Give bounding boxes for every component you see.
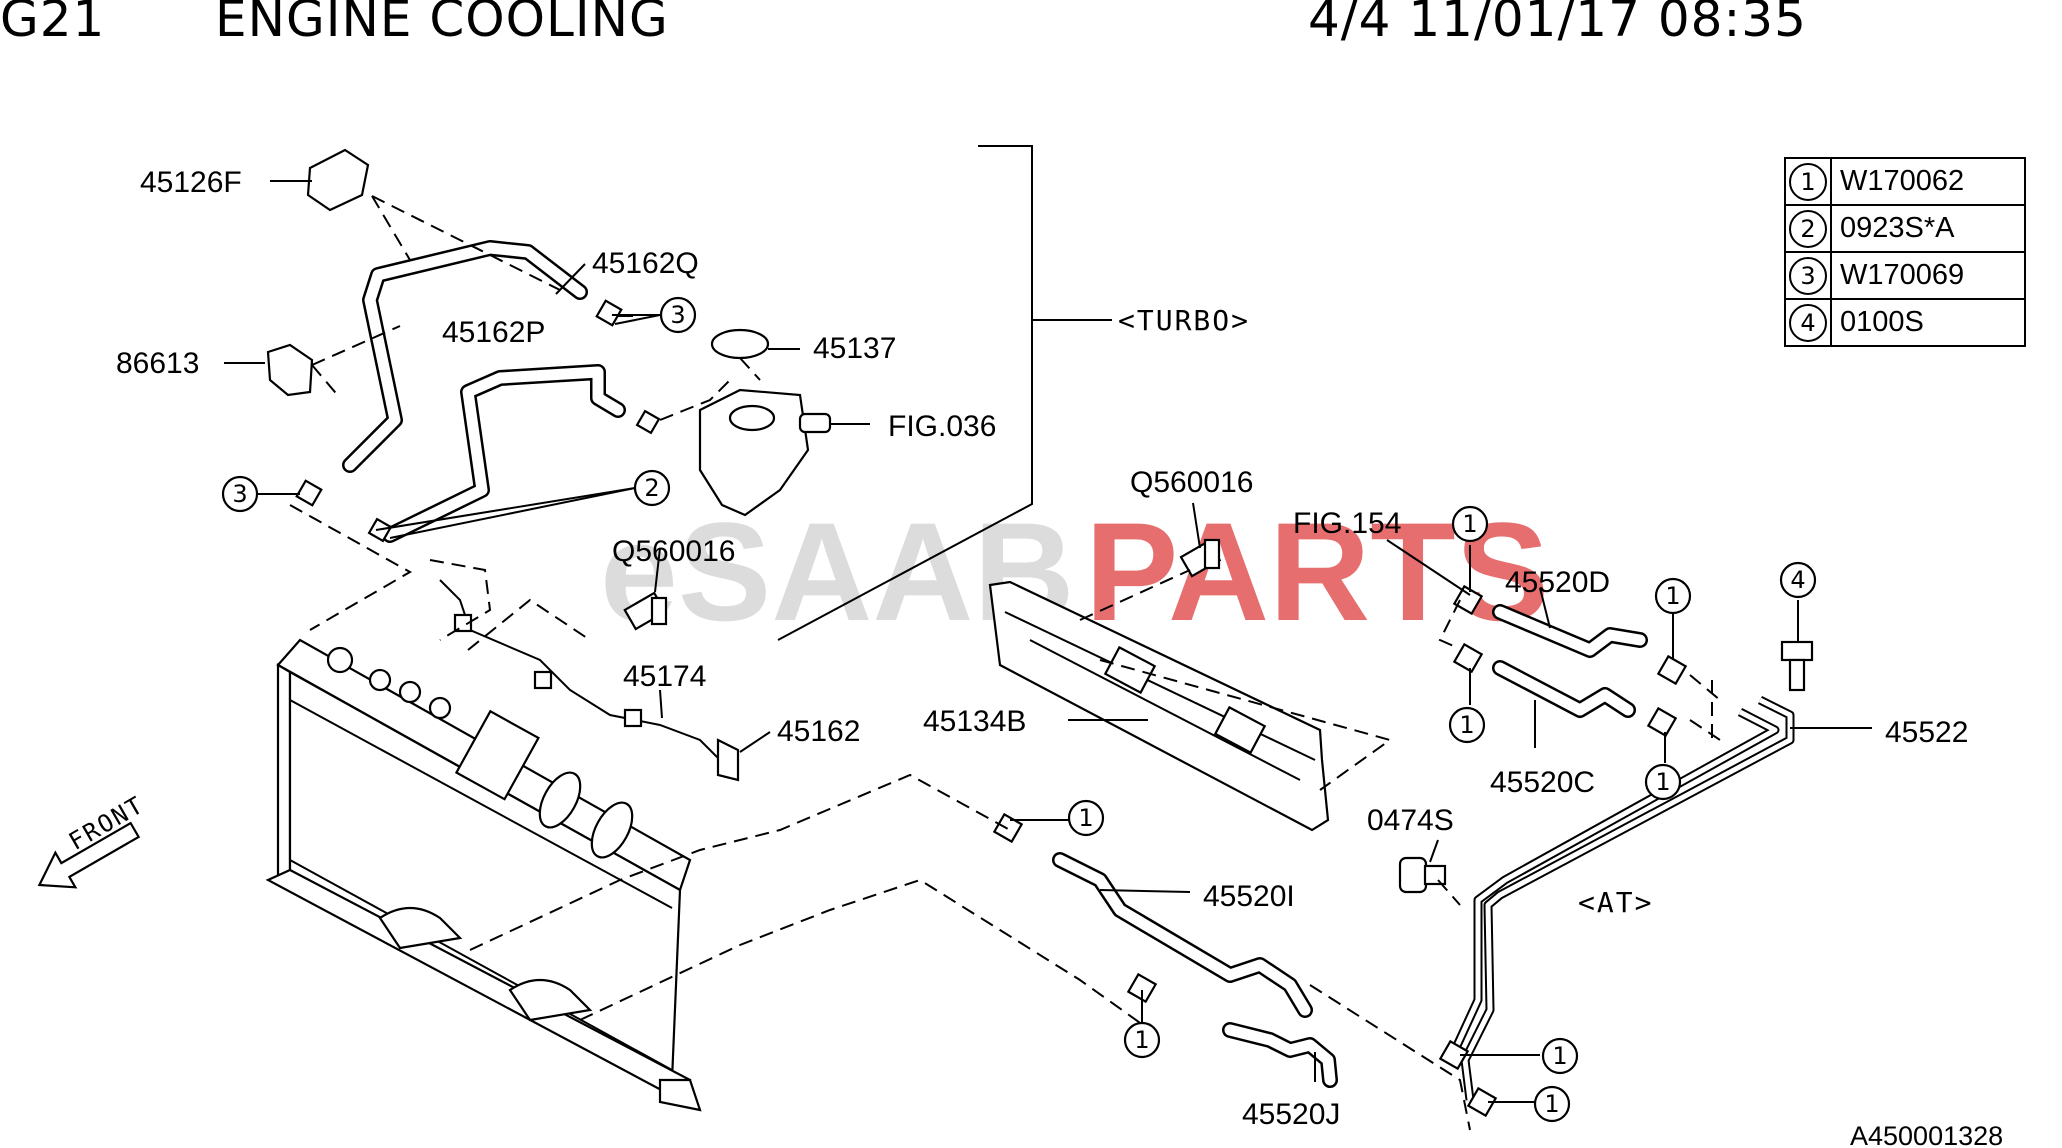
- svg-text:1: 1: [1655, 768, 1670, 796]
- callout-1-a: 1: [1654, 577, 1692, 615]
- svg-text:1: 1: [1544, 1090, 1559, 1118]
- svg-text:1: 1: [1134, 1026, 1149, 1054]
- callout-1-c: 1: [1644, 763, 1682, 801]
- label-45162: 45162: [777, 715, 860, 748]
- air-guide-45134B: [988, 580, 1330, 832]
- bolt-q560016-left: [623, 591, 668, 631]
- callout-1-r2: 1: [1533, 1085, 1571, 1123]
- front-direction-arrow: FRONT: [37, 790, 149, 889]
- clamp-upper: [295, 299, 661, 543]
- reference-legend-table: 1 W170062 2 0923S*A 3 W170069 4 0100S: [1784, 157, 2026, 347]
- svg-text:3: 3: [670, 301, 685, 329]
- label-45520D: 45520D: [1505, 566, 1610, 599]
- diagram-id: A450001328: [1850, 1121, 2003, 1148]
- legend-row: 4 0100S: [1784, 298, 2026, 347]
- label-45137: 45137: [813, 332, 896, 365]
- turbo-tag: <TURBO>: [1118, 304, 1250, 337]
- label-q560016-left: Q560016: [612, 535, 735, 568]
- legend-mark: 3: [1789, 256, 1827, 295]
- callout-2: 2: [633, 469, 671, 507]
- hose-45520J: [1222, 1022, 1338, 1088]
- diagram-title: ENGINE COOLING: [215, 0, 669, 48]
- label-86613: 86613: [116, 347, 199, 380]
- sensor-harness-45174: [439, 579, 740, 782]
- legend-row: 1 W170062: [1784, 157, 2026, 206]
- svg-text:1: 1: [1665, 582, 1680, 610]
- legend-part-number: 0923S*A: [1830, 204, 2026, 253]
- hose-45162Q: [342, 240, 588, 473]
- label-45162Q: 45162Q: [592, 247, 699, 280]
- hose-45520C: [1492, 660, 1636, 718]
- bracket-45126F: [306, 148, 370, 212]
- legend-part-number: W170062: [1830, 157, 2026, 206]
- callout-circles: 3 3 2 1 1 1 1: [221, 296, 1817, 1123]
- bracket-86613: [266, 343, 314, 397]
- assembly-guide-lines: [289, 195, 1721, 1131]
- label-45134B: 45134B: [923, 705, 1026, 738]
- bolt-0100S: [1780, 640, 1814, 692]
- svg-text:1: 1: [1462, 510, 1477, 538]
- label-45520C: 45520C: [1490, 766, 1595, 799]
- oil-cooler-pipe-45522: [1450, 695, 1795, 1101]
- clamps-at: [992, 584, 1688, 1118]
- callout-1-b: 1: [1448, 706, 1486, 744]
- page-info: 4/4 11/01/17 08:35: [1308, 0, 1807, 48]
- label-45520I: 45520I: [1203, 880, 1295, 913]
- label-0474S: 0474S: [1367, 804, 1454, 837]
- bolt-q560016-right: [1179, 538, 1222, 578]
- turbo-bracket: <TURBO>: [777, 145, 1250, 641]
- label-45162P: 45162P: [442, 316, 545, 349]
- reservoir-tank-45137: [698, 328, 832, 517]
- label-45174: 45174: [623, 660, 706, 693]
- radiator: [265, 638, 702, 1112]
- callout-1-mid: 1: [1067, 799, 1105, 837]
- hose-45520D: [1492, 604, 1648, 658]
- legend-row: 2 0923S*A: [1784, 204, 2026, 253]
- legend-part-number: W170069: [1830, 251, 2026, 300]
- legend-mark: 2: [1789, 209, 1827, 248]
- label-fig154: FIG.154: [1293, 507, 1401, 540]
- legend-mark: 1: [1789, 162, 1827, 201]
- label-45520J: 45520J: [1242, 1098, 1340, 1131]
- svg-text:3: 3: [232, 480, 247, 508]
- svg-text:1: 1: [1078, 804, 1093, 832]
- callout-1-r1: 1: [1541, 1037, 1579, 1075]
- leader-lines: [224, 180, 1872, 1103]
- callout-4: 4: [1779, 561, 1817, 599]
- legend-mark: 4: [1789, 303, 1827, 342]
- label-45126F: 45126F: [140, 166, 242, 199]
- at-tag: <AT>: [1578, 886, 1653, 919]
- label-45522: 45522: [1885, 716, 1968, 749]
- svg-text:2: 2: [644, 474, 659, 502]
- callout-1-low: 1: [1123, 1021, 1161, 1059]
- legend-row: 3 W170069: [1784, 251, 2026, 300]
- section-code: G21: [0, 0, 106, 48]
- callout-3-upper: 3: [659, 296, 697, 334]
- svg-text:4: 4: [1790, 566, 1805, 594]
- hose-45520I: [1052, 852, 1313, 1018]
- label-q560016-right: Q560016: [1130, 466, 1253, 499]
- svg-text:1: 1: [1552, 1042, 1567, 1070]
- part-labels: 45126F 45162Q 86613 45162P 45137 FIG.036…: [116, 166, 2003, 1148]
- esaabparts-watermark: eSAAB PARTS: [600, 493, 1549, 650]
- legend-part-number: 0100S: [1830, 298, 2026, 347]
- svg-text:1: 1: [1459, 711, 1474, 739]
- callout-3-left: 3: [221, 475, 259, 513]
- hose-45162P: [382, 364, 626, 543]
- label-fig036: FIG.036: [888, 410, 996, 443]
- grommet-0474S: [1398, 856, 1447, 894]
- callout-1-fig154: 1: [1451, 505, 1489, 543]
